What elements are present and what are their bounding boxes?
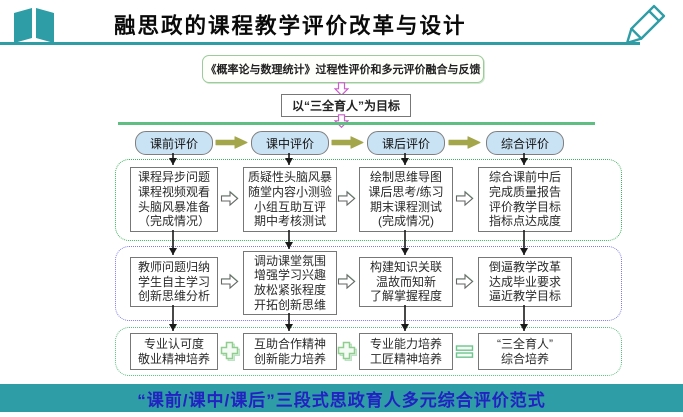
subtitle-text: 《概率论与数理统计》过程性评价和多元评价融合与反馈 [205, 64, 481, 76]
process-box-row2-col1: 教师问题归纳 学生自主学习 创新思维分析 [130, 257, 218, 307]
footer-banner: “课前/课中/课后”三段式思政育人多元综合评价范式 [0, 384, 683, 412]
process-box-row3-col2: 互助合作精神 创新能力培养 [243, 333, 337, 370]
stage-pill-pre-class: 课前评价 [135, 131, 213, 155]
process-box-row1-col1: 课程异步问题 课程视频观看 头脑风暴准备 （完成情况） [130, 167, 218, 232]
book-icon [14, 8, 54, 43]
process-box-row3-col4: “三全育人” 综合培养 [478, 333, 572, 370]
process-box-row1-col2: 质疑性头脑风暴 随堂内容小测验 小组互助互评 期中考核测试 [243, 167, 337, 232]
equals-icon [455, 345, 474, 358]
process-box-row3-col3: 专业能力培养 工匠精神培养 [359, 333, 453, 370]
plus-icon [220, 341, 240, 361]
flow-arrow-icon [331, 136, 364, 149]
process-box-row3-col1: 专业认可度 敬业精神培养 [130, 333, 218, 370]
plus-icon [337, 341, 357, 361]
phase3-container [115, 327, 622, 376]
process-box-row1-col3: 绘制思维导图 课后思考/练习 期末课程测试 (完成情况) [359, 167, 453, 232]
stage-pill-label: 综合评价 [500, 136, 549, 151]
pencil-icon [625, 4, 666, 45]
process-box-row2-col3: 构建知识关联 温故而知新 了解掌握程度 [359, 257, 453, 307]
block-arrow-icon [220, 190, 239, 207]
phase2-container [115, 246, 622, 321]
process-box-row2-col2: 调动课堂氛围 增强学习兴趣 放松紧张程度 开拓创新思维 [243, 251, 337, 315]
flow-arrow-icon [215, 136, 248, 149]
block-arrow-icon [337, 273, 356, 290]
header-underline [0, 42, 640, 45]
process-box-row2-col4: 倒逼教学改革 达成毕业要求 逼近教学目标 [478, 257, 572, 307]
block-arrow-icon [337, 190, 356, 207]
stage-pill-in-class: 课中评价 [251, 131, 329, 155]
goal-text: 以“三全育人”为目标 [291, 99, 400, 113]
flow-arrow-icon [448, 136, 481, 149]
process-box-row1-col4: 综合课前中后 完成质量报告 评价教学目标 指标点达成度 [478, 167, 572, 232]
down-arrow-icon [334, 82, 349, 96]
down-arrow-icon [334, 114, 349, 128]
footer-text: “课前/课中/课后”三段式思政育人多元综合评价范式 [137, 390, 546, 410]
page-title: 融思政的课程教学评价改革与设计 [114, 14, 467, 38]
block-arrow-icon [455, 273, 474, 290]
subtitle-box: 《概率论与数理统计》过程性评价和多元评价融合与反馈 [202, 55, 484, 83]
phase1-container [115, 159, 622, 241]
block-arrow-icon [220, 273, 239, 290]
stage-pill-after-class: 课后评价 [367, 131, 445, 155]
stage-pill-label: 课中评价 [265, 136, 314, 151]
stage-pill-label: 课后评价 [381, 136, 430, 151]
goal-box: 以“三全育人”为目标 [281, 94, 411, 117]
stage-pill-comprehensive: 综合评价 [486, 131, 564, 155]
stage-divider-line [118, 122, 595, 125]
block-arrow-icon [455, 190, 474, 207]
stage-pill-label: 课前评价 [149, 136, 198, 151]
